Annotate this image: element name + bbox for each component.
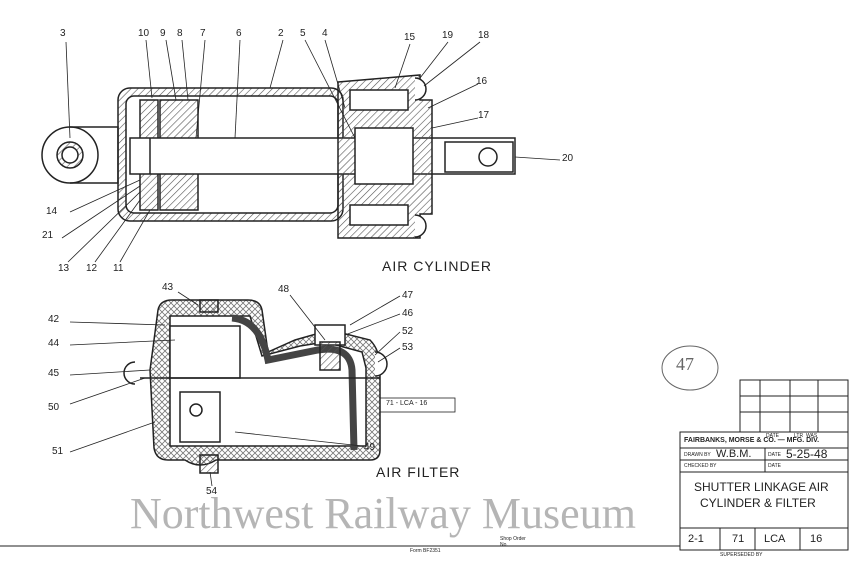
form-label: Form BF2351 xyxy=(410,548,441,554)
air-filter-caption: AIR FILTER xyxy=(376,464,461,480)
part-label: 7 xyxy=(200,28,206,39)
order-label: Shop Order No. xyxy=(500,536,526,548)
part-label: 53 xyxy=(402,342,414,353)
part-label: 12 xyxy=(86,263,98,274)
drawing-number-3: LCA xyxy=(764,533,786,545)
part-label: 6 xyxy=(236,28,242,39)
company-name: FAIRBANKS, MORSE & CO. — MFG. DIV. xyxy=(684,437,820,444)
date2-label: DATE xyxy=(768,463,781,469)
part-label: 42 xyxy=(48,314,60,325)
part-label: 3 xyxy=(60,28,66,39)
superseded-label: SUPERSEDED BY xyxy=(720,552,763,558)
drawing-number-1: 2-1 xyxy=(688,533,704,545)
part-label: 45 xyxy=(48,368,60,379)
part-label: 8 xyxy=(177,28,183,39)
date-label: DATE xyxy=(768,452,781,458)
drawn-by: W.B.M. xyxy=(716,448,752,460)
title-block-frame xyxy=(0,379,849,551)
drawn-by-label: DRAWN BY xyxy=(684,452,711,458)
part-label: 44 xyxy=(48,338,60,349)
stamp-oval xyxy=(661,345,719,391)
drawing-number-2: 71 xyxy=(732,533,745,545)
checked-by-label: CHECKED BY xyxy=(684,463,717,469)
stamp-number: 47 xyxy=(676,354,694,374)
part-label: 50 xyxy=(48,402,60,413)
rev-ltr-label: LTR xyxy=(794,433,804,439)
part-label: 43 xyxy=(162,282,174,293)
part-label: 47 xyxy=(402,290,414,301)
drawing-title-line2: CYLINDER & FILTER xyxy=(700,496,816,510)
part-label: 19 xyxy=(442,30,454,41)
part-label: 51 xyxy=(52,446,64,457)
part-label: 46 xyxy=(402,308,414,319)
part-label: 16 xyxy=(476,76,488,87)
reference-box xyxy=(379,397,456,413)
part-label: 15 xyxy=(404,32,416,43)
part-label: 13 xyxy=(58,263,70,274)
leader-lines-filter xyxy=(69,291,401,487)
leader-lines-cylinder xyxy=(61,39,561,263)
air-filter xyxy=(123,299,388,474)
part-label: 52 xyxy=(402,326,414,337)
part-label: 10 xyxy=(138,28,150,39)
part-label: 5 xyxy=(300,28,306,39)
air-cylinder-caption: AIR CYLINDER xyxy=(382,258,493,274)
part-label: 9 xyxy=(160,28,166,39)
part-label: 14 xyxy=(46,206,58,217)
rev-date-label: DATE xyxy=(766,433,779,439)
part-label: 48 xyxy=(278,284,290,295)
reference-box-text: 71 - LCA - 16 xyxy=(386,400,428,407)
rev-was-label: WAS xyxy=(806,433,818,439)
part-label: 54 xyxy=(206,486,218,497)
part-label: 2 xyxy=(278,28,284,39)
part-label: 18 xyxy=(478,30,490,41)
drawing-date: 5-25-48 xyxy=(786,447,828,461)
drawing-title-line1: SHUTTER LINKAGE AIR xyxy=(694,480,829,494)
watermark: Northwest Railway Museum xyxy=(130,489,636,538)
drawing-number-4: 16 xyxy=(810,533,823,545)
part-label: 21 xyxy=(42,230,54,241)
part-label: 49 xyxy=(364,442,376,453)
part-label: 20 xyxy=(562,153,574,164)
part-label: 4 xyxy=(322,28,328,39)
part-label: 17 xyxy=(478,110,490,121)
part-label: 11 xyxy=(113,263,124,274)
air-cylinder xyxy=(41,74,516,239)
